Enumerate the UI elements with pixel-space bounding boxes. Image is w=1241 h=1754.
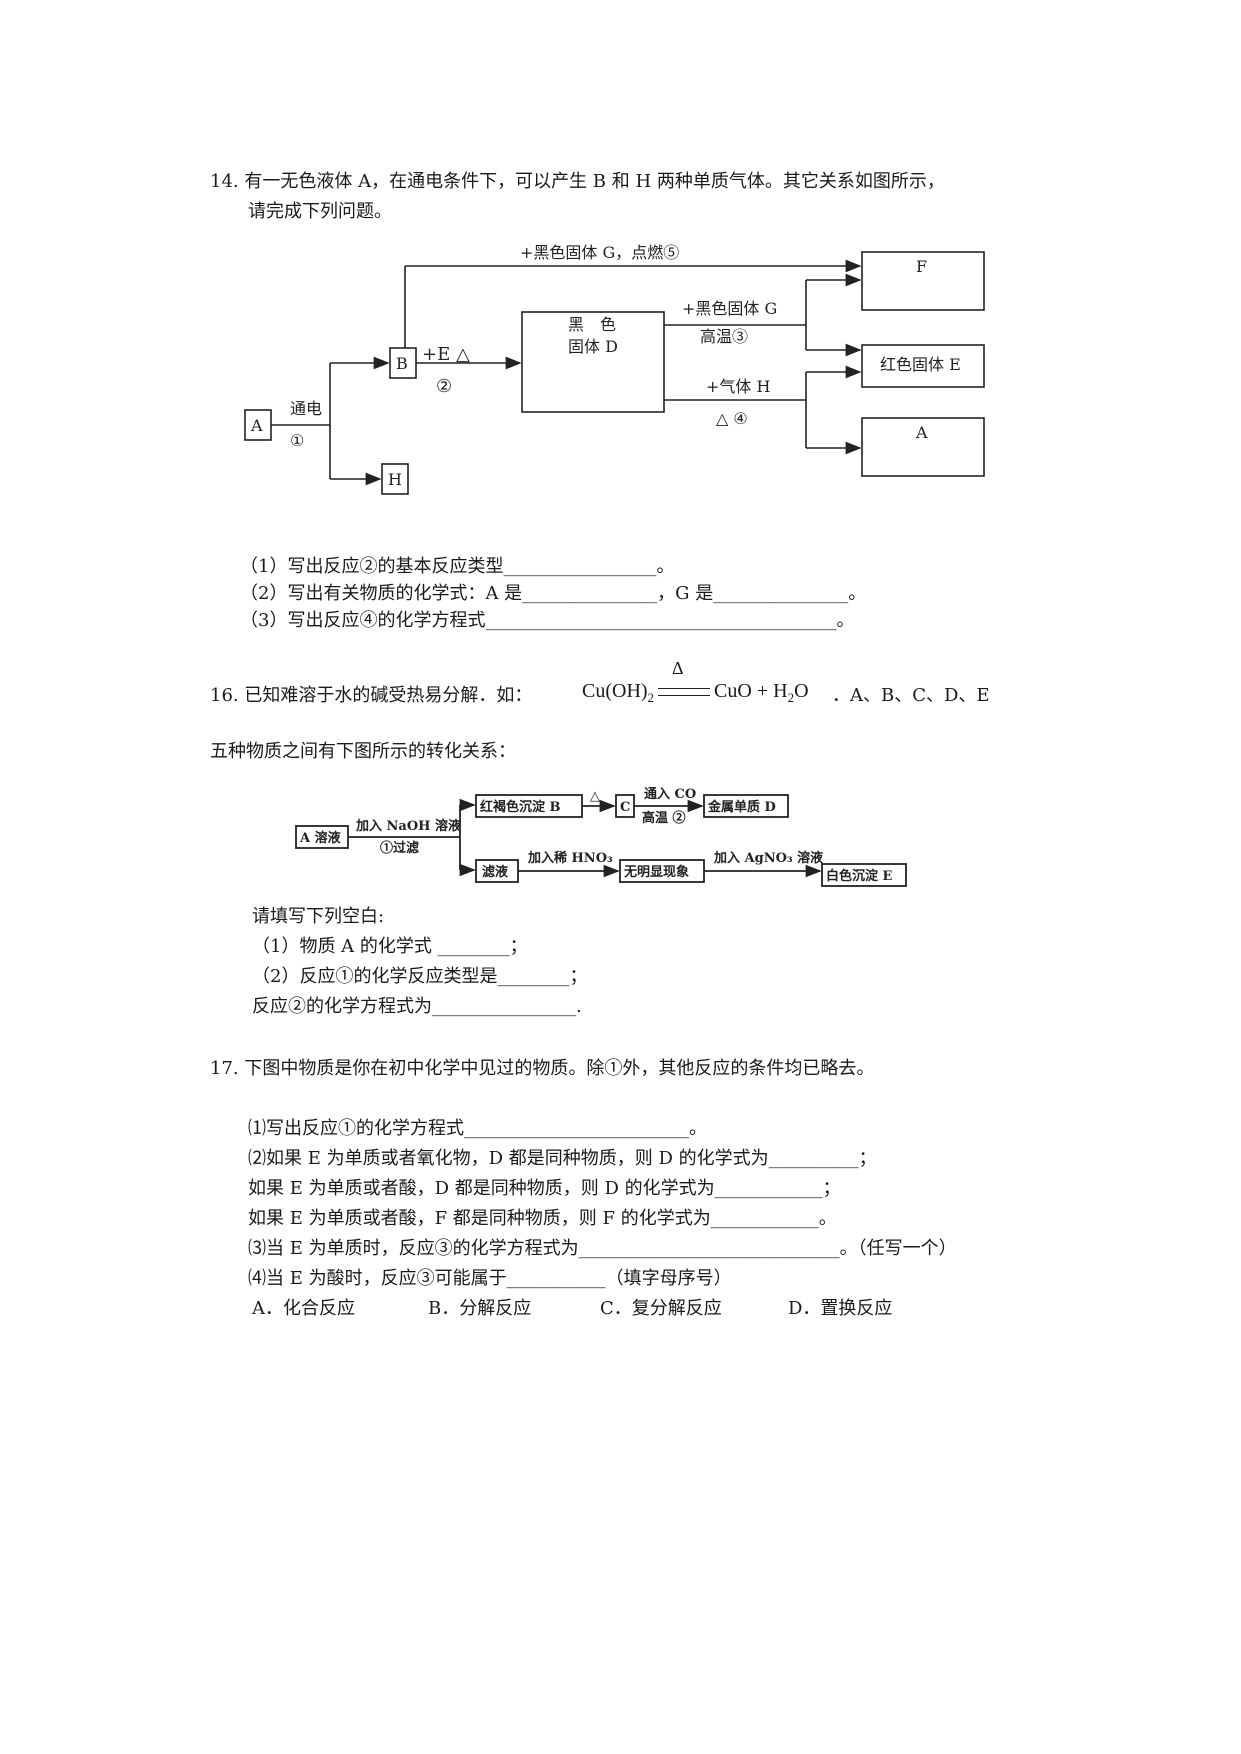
q14-stem-line1: 14. 有一无色液体 A，在通电条件下，可以产生 B 和 H 两种单质气体。其它… bbox=[210, 171, 945, 192]
q17-option-c: C．复分解反应 bbox=[600, 1298, 722, 1319]
q16-q1: （1）物质 A 的化学式 ________； bbox=[252, 936, 528, 957]
q16-text-C: C bbox=[620, 800, 630, 815]
q14-label-gaowen: 高温③ bbox=[700, 327, 748, 346]
q17-q4: ⑷当 E 为酸时，反应③可能属于___________（填字母序号） bbox=[248, 1268, 732, 1289]
q14-label-top: +黑色固体 G，点燃⑤ bbox=[520, 243, 679, 262]
q17-option-d: D．置换反应 bbox=[788, 1298, 893, 1319]
q14-label-2: ② bbox=[436, 376, 452, 397]
q16-text-B: 红褐色沉淀 B bbox=[480, 799, 561, 815]
q14-label-G: +黑色固体 G bbox=[682, 299, 777, 318]
q14-text-H: H bbox=[388, 470, 402, 489]
q16-label-agno3: 加入 AgNO₃ 溶液 bbox=[713, 850, 823, 866]
q17-stem: 17. 下图中物质是你在初中化学中见过的物质。除①外，其他反应的条件均已略去。 bbox=[210, 1058, 875, 1079]
q14-text-F: F bbox=[916, 257, 927, 276]
q14-label-1: ① bbox=[290, 431, 304, 450]
q14-label-4: △ ④ bbox=[716, 409, 748, 428]
q14-label-plusE: +E △ bbox=[422, 344, 470, 365]
q14-q3: （3）写出反应④的化学方程式__________________________… bbox=[240, 610, 855, 631]
q14-q2: （2）写出有关物质的化学式：A 是_______________，G 是____… bbox=[240, 583, 867, 604]
q16-label-gaowen2: 高温 ② bbox=[642, 810, 686, 826]
q16-label-co: 通入 CO bbox=[644, 786, 696, 802]
q14-q1: （1）写出反应②的基本反应类型_________________。 bbox=[240, 556, 675, 577]
q14-text-A: A bbox=[250, 416, 263, 435]
q16-text-filtrate: 滤液 bbox=[482, 864, 508, 880]
q16-text-none: 无明显现象 bbox=[623, 864, 689, 880]
q16-label-guolv: ①过滤 bbox=[380, 840, 419, 856]
q16-stem-line2: 五种物质之间有下图所示的转化关系： bbox=[210, 741, 516, 762]
q16-formula-right2: O bbox=[794, 680, 809, 702]
q14-label-H: +气体 H bbox=[706, 377, 770, 396]
q16-q2: （2）反应①的化学反应类型是________； bbox=[252, 966, 588, 987]
q17-q2b: 如果 E 为单质或者酸，D 都是同种物质，则 D 的化学式为__________… bbox=[248, 1178, 841, 1199]
q14-text-A2: A bbox=[915, 423, 928, 442]
q14-box-E bbox=[861, 344, 985, 388]
q17-q3: ⑶当 E 为单质时，反应③的化学方程式为____________________… bbox=[248, 1238, 957, 1259]
q14-text-D1: 黑 色 bbox=[568, 315, 616, 334]
q14-box-D bbox=[521, 311, 665, 413]
q17-option-b: B．分解反应 bbox=[428, 1298, 532, 1319]
q16-stem-prefix: 16. 已知难溶于水的碱受热易分解．如： bbox=[210, 685, 533, 706]
q17-q1: ⑴写出反应①的化学方程式_________________________。 bbox=[248, 1118, 707, 1139]
q16-formula-delta: Δ bbox=[672, 658, 684, 678]
q17-option-a: A．化合反应 bbox=[252, 1298, 355, 1319]
q16-formula-sub-b: 2 bbox=[787, 690, 795, 705]
q16-box-D bbox=[703, 794, 789, 818]
q16-box-E bbox=[821, 863, 907, 887]
q14-text-E: 红色固体 E bbox=[880, 355, 961, 374]
q16-text-D: 金属单质 D bbox=[707, 799, 776, 815]
q16-text-A: A 溶液 bbox=[299, 830, 341, 846]
q16-label-delta: △ bbox=[590, 789, 600, 804]
q16-q3: 反应②的化学方程式为________________. bbox=[252, 996, 582, 1017]
q14-box-A2 bbox=[861, 417, 985, 477]
q16-formula-sub: 2 bbox=[647, 690, 655, 705]
q16-diagram: A 溶液 加入 NaOH 溶液 ①过滤 红褐色沉淀 B △ C 通入 CO 高温… bbox=[295, 786, 907, 887]
q14-box-H bbox=[381, 463, 409, 495]
q16-formula-left: Cu(OH) bbox=[582, 680, 648, 702]
q16-formula-right1: CuO + H bbox=[714, 680, 788, 702]
q16-label-naoh: 加入 NaOH 溶液 bbox=[355, 818, 461, 834]
q14-text-B: B bbox=[396, 354, 408, 373]
q16-label-hno3: 加入稀 HNO₃ bbox=[527, 850, 613, 866]
q16-fill: 请填写下列空白: bbox=[252, 906, 385, 927]
q16-stem-suffix: ．A、B、C、D、E bbox=[832, 685, 990, 706]
q14-stem-line2: 请完成下列问题。 bbox=[248, 201, 392, 222]
q17-q2c: 如果 E 为单质或者酸，F 都是同种物质，则 F 的化学式为__________… bbox=[248, 1208, 837, 1229]
q14-text-D2: 固体 D bbox=[568, 337, 618, 356]
q14-diagram: A B H 黑 色 固体 D F 红色固体 E A 通电 ① +E △ ② +黑… bbox=[244, 243, 985, 495]
q14-label-tongdian: 通电 bbox=[290, 399, 322, 418]
q17-q2a: ⑵如果 E 为单质或者氧化物，D 都是同种物质，则 D 的化学式为_______… bbox=[248, 1148, 877, 1169]
q16-formula-arrow: Δ bbox=[654, 658, 714, 703]
q16-text-E: 白色沉淀 E bbox=[826, 868, 893, 884]
q14-box-F bbox=[861, 251, 985, 311]
